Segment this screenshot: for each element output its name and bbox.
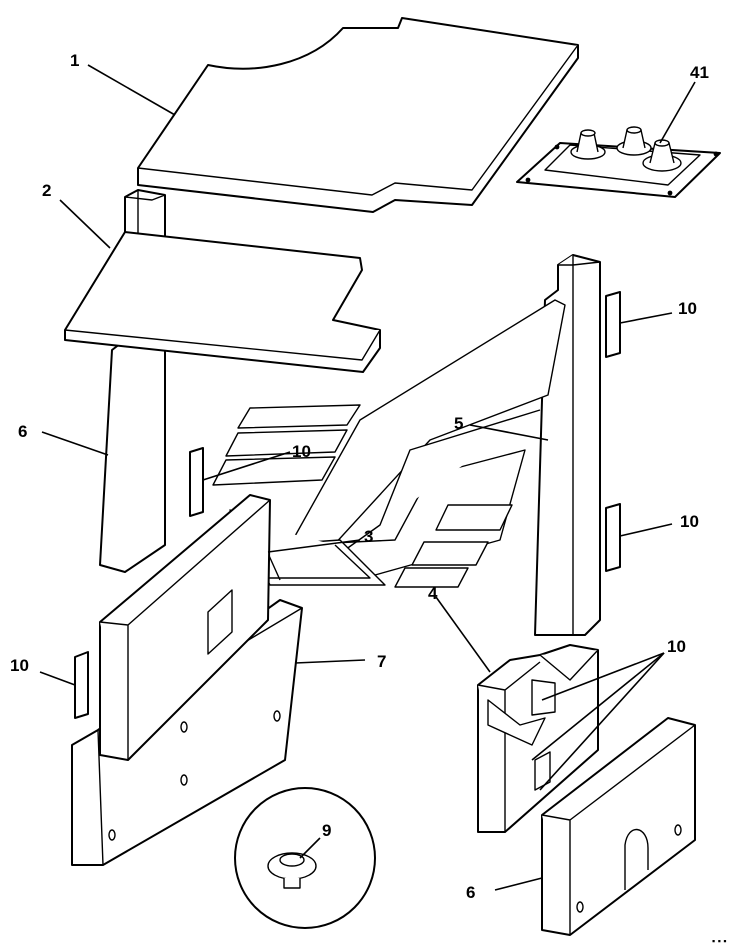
part-41-boot-plate	[516, 126, 721, 198]
callout-2: 2	[42, 181, 51, 200]
part-9-detail-circle	[234, 787, 376, 929]
callout-7: 7	[377, 652, 386, 671]
callout-10-left: 10	[10, 656, 29, 675]
callout-9: 9	[322, 821, 331, 840]
part-10-stickers	[74, 291, 621, 719]
leader-lines	[39, 64, 696, 891]
part-1-top-panel	[137, 17, 579, 213]
callout-10-upper-right: 10	[678, 299, 697, 318]
callout-1: 1	[70, 51, 79, 70]
corner-mark: ▪ ▪ ▪	[712, 936, 727, 946]
callout-10-bracket: 10	[667, 637, 686, 656]
callout-10-lower-right: 10	[680, 512, 699, 531]
callout-6-right: 6	[466, 883, 475, 902]
part-4-bracket	[477, 644, 599, 833]
part-2-panel	[64, 231, 381, 373]
part-6-right-panel	[541, 717, 696, 936]
gasket-pads	[212, 404, 513, 588]
callout-5: 5	[454, 414, 463, 433]
callout-3: 3	[364, 527, 373, 546]
callout-6-left: 6	[18, 422, 27, 441]
callout-4: 4	[428, 584, 438, 603]
front-left-panel	[99, 494, 271, 761]
callout-10-center: 10	[292, 442, 311, 461]
callout-41: 41	[690, 63, 709, 82]
